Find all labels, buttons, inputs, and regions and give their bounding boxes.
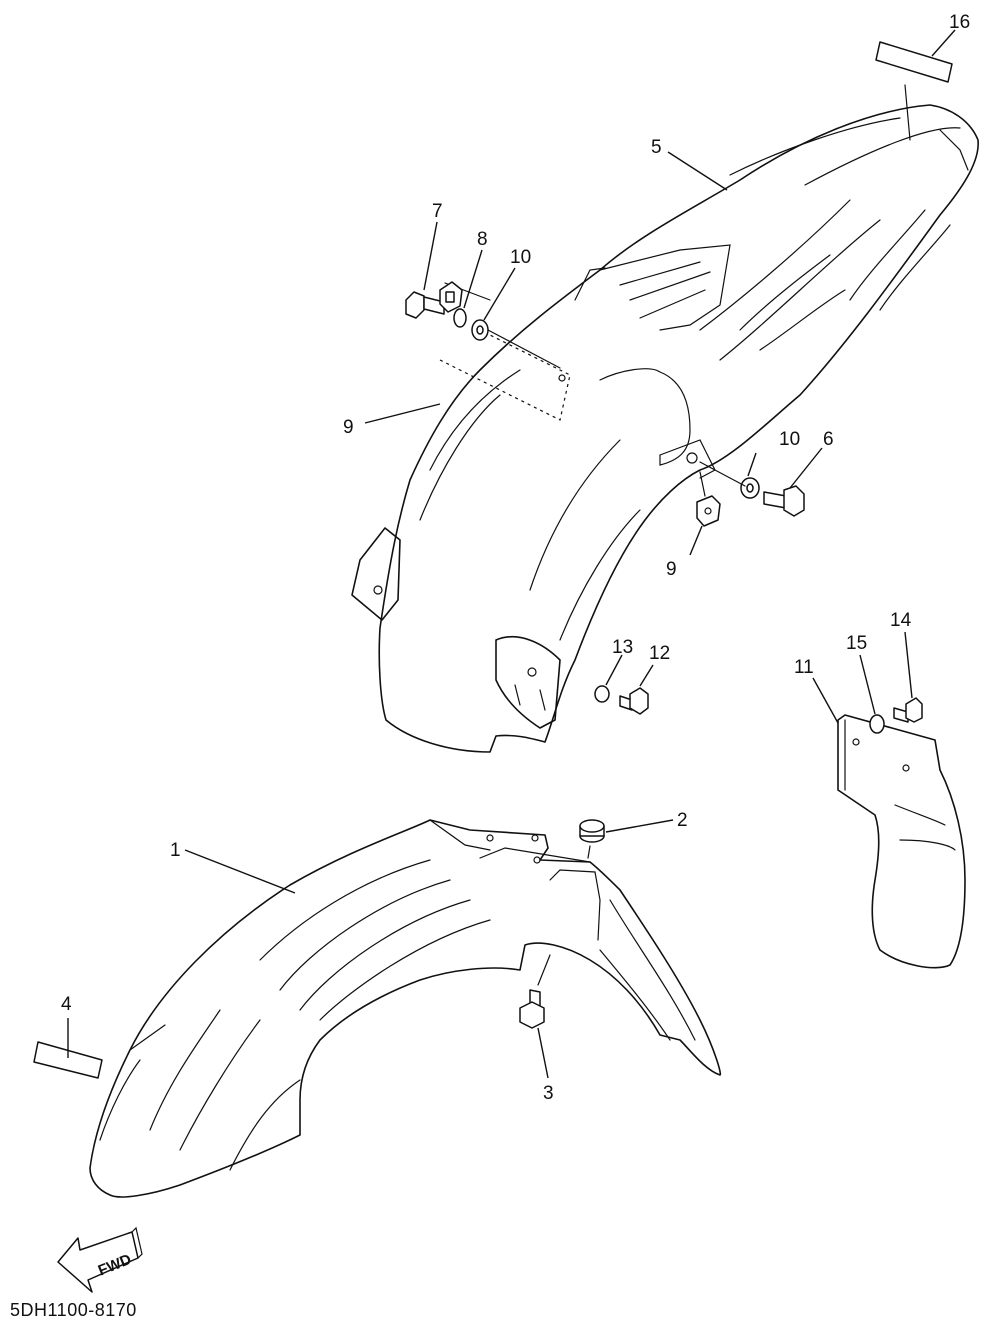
callout-2: 2 [677,810,688,831]
callout-9-lower: 9 [666,559,677,580]
callout-6: 6 [823,429,834,450]
front-fender-label [33,1041,103,1079]
bolt-7 [405,291,445,319]
rear-fender [351,84,979,753]
forward-direction-arrow-icon: FWD [57,1226,143,1293]
callout-5: 5 [651,137,662,158]
callout-8: 8 [477,229,488,250]
mounting-guide [439,329,571,421]
washer-8 [453,308,467,328]
callout-15: 15 [846,633,867,654]
rear-fender-label [875,41,953,83]
callout-13: 13 [612,637,633,658]
bolt-6 [763,485,805,517]
callout-11: 11 [794,657,814,678]
washer-15 [869,714,885,734]
mud-flap [837,714,966,969]
callout-12: 12 [649,643,670,664]
callout-10-lower: 10 [779,429,800,450]
nut-9-upper [439,281,463,313]
callout-10-upper: 10 [510,247,531,268]
leader-lines [67,29,956,1079]
diagram-code: 5DH1100-8170 [10,1300,137,1320]
front-fender [89,819,722,1198]
collar-10-lower [740,477,760,499]
callout-14: 14 [890,610,912,631]
collar-10-upper [471,319,489,341]
callout-7: 7 [432,201,443,222]
bolt-12 [619,687,649,715]
callout-9-upper: 9 [343,417,354,438]
nut-9-lower [696,495,721,527]
callout-4: 4 [61,994,72,1015]
callout-16: 16 [949,12,970,33]
bolt-3 [519,989,545,1029]
collar-13 [594,685,610,703]
grommet-2 [579,819,605,843]
screw-14 [893,697,923,723]
callout-1: 1 [170,840,181,861]
callout-3: 3 [543,1083,554,1104]
